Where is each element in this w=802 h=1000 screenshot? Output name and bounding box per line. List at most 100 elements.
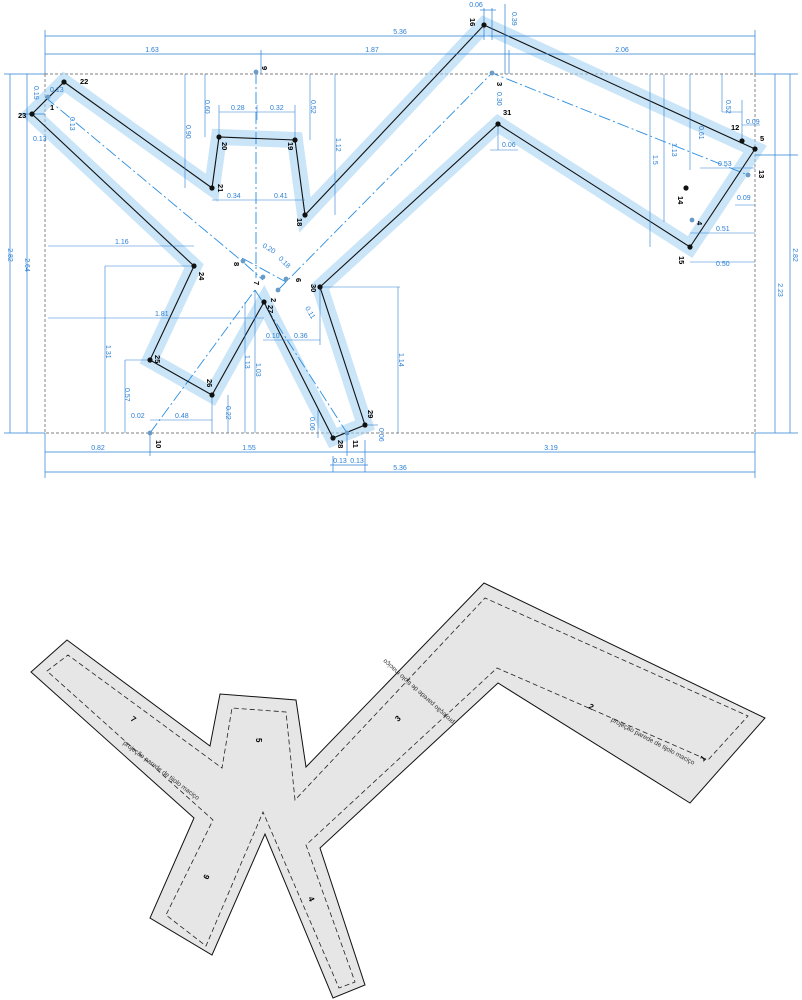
dim-label: 0.20 <box>261 243 276 256</box>
bottom-dimension-lines <box>44 433 756 478</box>
dim-label: 0.02 <box>131 413 145 420</box>
point-label: 29 <box>366 410 375 418</box>
point-label: 7 <box>252 281 261 285</box>
dim-top-notch-w: 0.06 <box>469 2 483 9</box>
dim-label: 1.31 <box>104 345 111 359</box>
point-label: 8 <box>232 262 241 266</box>
point-label: 31 <box>503 108 511 117</box>
dim-label: 1.13 <box>243 355 250 369</box>
zone-labels: 1 2 3 4 5 6 7 <box>129 702 708 904</box>
point-label: 16 <box>468 18 477 26</box>
point-label: 3 <box>495 82 504 86</box>
dim-label: 0.61 <box>697 126 704 140</box>
dim-label: 0.48 <box>175 413 189 420</box>
dim-label: 0.09 <box>746 119 760 126</box>
point-label: 10 <box>154 440 163 448</box>
dim-label: 0.18 <box>277 255 292 270</box>
dim-label: 0.11 <box>303 306 316 321</box>
dim-label: 0.50 <box>716 261 730 268</box>
dim-label: 1.81 <box>155 311 169 318</box>
dim-label: 1.03 <box>254 363 261 377</box>
point-label: 24 <box>197 272 206 281</box>
dim-label: 1.14 <box>397 353 404 367</box>
dimension-plan: 5.36 1.63 1.87 2.06 0.06 0.39 0.82 1.55 … <box>4 2 798 478</box>
dim-bottom-total: 5.36 <box>393 465 407 472</box>
dim-top-total: 5.36 <box>393 29 407 36</box>
dim-top-a: 1.63 <box>145 47 159 54</box>
dim-top-b: 1.87 <box>365 47 379 54</box>
dim-top-notch-h: 0.39 <box>510 12 517 26</box>
point-label: 6 <box>294 278 303 282</box>
point-label: 28 <box>336 440 345 448</box>
dim-top-c: 2.06 <box>615 47 629 54</box>
dim-label: 0.51 <box>716 226 730 233</box>
dim-label: 0.41 <box>274 193 288 200</box>
dim-label: 0.22 <box>224 406 231 420</box>
dim-label: 0.30 <box>495 92 502 106</box>
dim-label: 0.53 <box>718 161 732 168</box>
point-label: 21 <box>216 184 225 192</box>
point-label: 2 <box>269 298 278 302</box>
zone-label: 3 <box>393 713 403 723</box>
point-label: 26 <box>205 379 214 387</box>
zone-label: 5 <box>254 738 263 743</box>
dim-bottom-c: 3.19 <box>544 445 558 452</box>
point-label: 15 <box>677 256 686 264</box>
dim-label: 1.12 <box>334 138 341 152</box>
dim-label: 0.52 <box>724 100 731 114</box>
dim-label: 0.10 <box>266 333 280 340</box>
point-label: 11 <box>351 440 360 448</box>
zone-label: 6 <box>202 873 212 881</box>
dim-label: 0.13 <box>33 136 47 143</box>
dim-label: 1.13 <box>670 143 677 157</box>
wall-projection <box>46 597 749 989</box>
dim-right-inner: 2.23 <box>776 283 783 297</box>
dim-label: 0.06 <box>502 142 516 149</box>
dim-label: 0.57 <box>123 388 130 402</box>
dim-label: 0.52 <box>309 100 316 114</box>
dim-label: 0.19 <box>32 86 39 100</box>
dim-label: 1.16 <box>115 239 129 246</box>
dim-right-outer: 2.82 <box>791 248 798 262</box>
dim-bottom-a: 0.82 <box>91 445 105 452</box>
point-label: 9 <box>260 66 269 70</box>
inner-dimension-labels: 0.19 0.13 0.13 0.13 0.90 0.60 0.28 0.32 … <box>32 86 760 442</box>
point-label: 25 <box>153 355 162 363</box>
dim-label: 0.28 <box>231 105 245 112</box>
top-dimension-lines <box>44 4 756 74</box>
zone-label: 7 <box>129 714 138 724</box>
dim-label: 0.60 <box>203 100 210 114</box>
point-label: 5 <box>760 134 764 143</box>
point-label: 18 <box>295 218 304 226</box>
dim-bottom-foot-a: 0.13 <box>333 458 347 465</box>
point-label: 4 <box>695 221 704 226</box>
zone-label: 1 <box>699 753 709 763</box>
point-label: 19 <box>286 142 295 150</box>
dim-label: 0.36 <box>294 333 308 340</box>
dim-label: 0.13 <box>68 117 75 131</box>
point-label: 22 <box>80 77 88 86</box>
point-label: 1 <box>50 103 54 112</box>
axis-points <box>45 69 751 436</box>
point-label: 13 <box>757 170 766 178</box>
dim-label: 0.32 <box>270 105 284 112</box>
dim-label: 0.34 <box>227 193 241 200</box>
point-label: 30 <box>309 284 318 292</box>
point-label: 12 <box>731 123 739 132</box>
zone-plan: 1 2 3 4 5 6 7 projeção parede de tijolo … <box>30 582 766 999</box>
dim-label: 0.90 <box>184 125 191 139</box>
dim-left-outer: 2.82 <box>6 248 13 262</box>
dim-bottom-b: 1.55 <box>242 445 256 452</box>
dim-label: 0.06 <box>377 428 384 442</box>
point-label: 14 <box>676 196 685 205</box>
vertex-points <box>29 22 758 441</box>
point-label: 20 <box>220 142 229 150</box>
point-label: 27 <box>266 305 275 313</box>
zone-label: 4 <box>306 895 316 903</box>
dim-label: 0.13 <box>50 87 64 94</box>
dim-bottom-foot-b: 0.13 <box>350 458 364 465</box>
point-label: 23 <box>18 111 26 120</box>
dim-label: 1.5 <box>651 155 658 165</box>
dim-label: 0.09 <box>737 195 751 202</box>
